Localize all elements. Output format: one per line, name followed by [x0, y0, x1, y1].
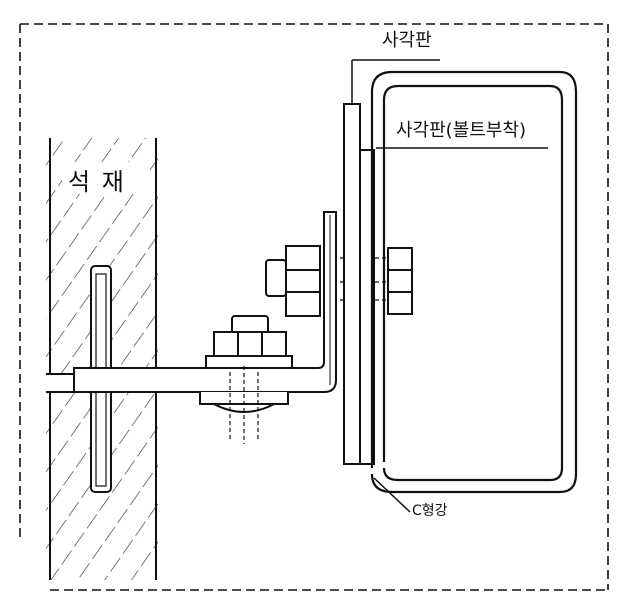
- hex-nut-lower: [205, 315, 293, 369]
- square-plate-label: 사각판: [382, 30, 432, 51]
- c-channel: [370, 70, 578, 494]
- square-plate: [343, 103, 361, 465]
- hex-nut-upper-inside: [387, 247, 413, 315]
- channel-leader-line: [373, 477, 411, 513]
- l-bracket: [73, 211, 337, 393]
- square-plate-bolted-label: 사각판(볼트부착): [396, 120, 526, 141]
- hex-nut-upper: [265, 245, 321, 317]
- c-channel-label: C형강: [412, 503, 448, 519]
- stone-label-background: [62, 162, 150, 194]
- bolt-centerline-lower: [229, 366, 259, 444]
- drawing-frame: [19, 23, 609, 591]
- square-plate-bolted: [359, 149, 375, 465]
- stone-label: 석 재: [68, 168, 126, 196]
